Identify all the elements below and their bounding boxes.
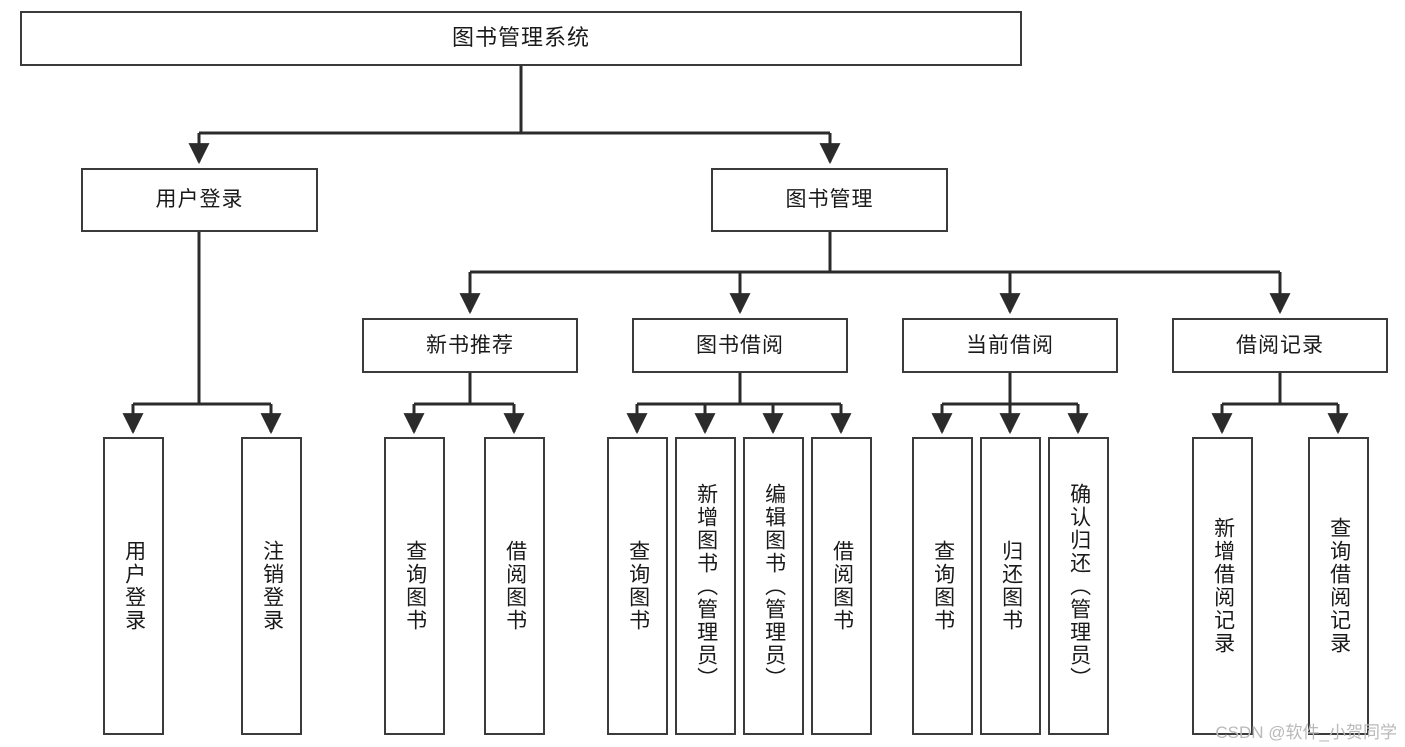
node-root-book-management-system[interactable]: 图书管理系统 — [20, 11, 1022, 66]
node-leaf-add-book-admin[interactable]: 新增图书（管理员） — [675, 437, 736, 735]
node-label: 借阅图书 — [503, 540, 527, 632]
node-leaf-user-login[interactable]: 用户登录 — [103, 437, 164, 735]
node-label: 借阅记录 — [1236, 333, 1324, 357]
node-label: 图书借阅 — [696, 333, 784, 357]
node-borrow-record[interactable]: 借阅记录 — [1172, 318, 1388, 373]
node-label: 编辑图书（管理员） — [762, 482, 786, 690]
node-label: 图书管理 — [785, 188, 874, 212]
node-label: 查询图书 — [403, 540, 427, 632]
node-new-book-recommend[interactable]: 新书推荐 — [362, 318, 578, 373]
node-leaf-edit-book-admin[interactable]: 编辑图书（管理员） — [743, 437, 804, 735]
node-label: 确认归还（管理员） — [1067, 482, 1091, 690]
node-label: 新书推荐 — [426, 333, 514, 357]
node-leaf-confirm-return-admin[interactable]: 确认归还（管理员） — [1048, 437, 1109, 735]
node-label: 新增借阅记录 — [1211, 517, 1235, 655]
node-leaf-borrow-book-recommend[interactable]: 借阅图书 — [484, 437, 545, 735]
node-label: 查询图书 — [626, 540, 650, 632]
node-label: 图书管理系统 — [451, 25, 590, 51]
node-current-borrow[interactable]: 当前借阅 — [902, 318, 1118, 373]
node-leaf-borrow-book[interactable]: 借阅图书 — [811, 437, 872, 735]
node-label: 查询图书 — [931, 540, 955, 632]
node-label: 借阅图书 — [830, 540, 854, 632]
node-leaf-query-book-borrow[interactable]: 查询图书 — [607, 437, 668, 735]
node-leaf-user-logout[interactable]: 注销登录 — [241, 437, 302, 735]
node-label: 注销登录 — [260, 540, 284, 632]
node-book-management[interactable]: 图书管理 — [711, 168, 948, 232]
node-leaf-return-book[interactable]: 归还图书 — [980, 437, 1041, 735]
node-leaf-query-book-current[interactable]: 查询图书 — [912, 437, 973, 735]
node-label: 当前借阅 — [966, 333, 1054, 357]
node-label: 归还图书 — [999, 540, 1023, 632]
node-user-login[interactable]: 用户登录 — [81, 168, 318, 232]
node-label: 查询借阅记录 — [1327, 517, 1351, 655]
node-label: 新增图书（管理员） — [694, 482, 718, 690]
node-leaf-query-book-recommend[interactable]: 查询图书 — [384, 437, 445, 735]
watermark-text: CSDN @软件_小贺同学 — [1215, 723, 1397, 742]
node-leaf-query-borrow-record[interactable]: 查询借阅记录 — [1308, 437, 1369, 735]
node-book-borrow[interactable]: 图书借阅 — [632, 318, 848, 373]
node-leaf-add-borrow-record[interactable]: 新增借阅记录 — [1192, 437, 1253, 735]
node-label: 用户登录 — [155, 188, 244, 212]
node-label: 用户登录 — [122, 540, 146, 632]
